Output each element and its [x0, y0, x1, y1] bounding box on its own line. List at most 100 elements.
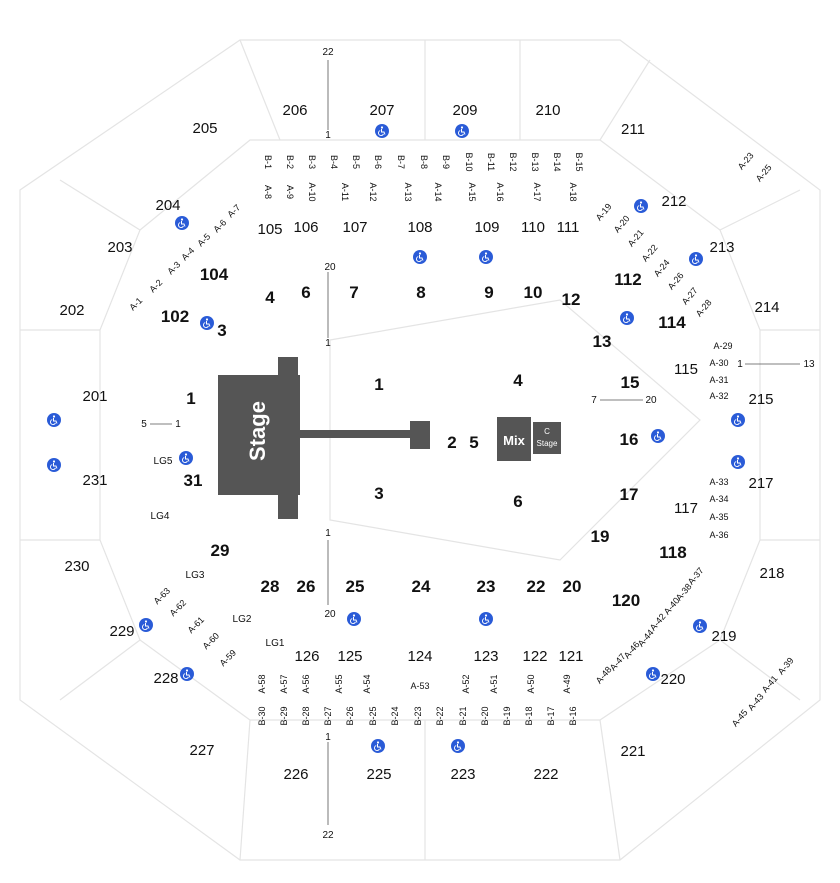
row-label: A-60 [201, 631, 222, 652]
row-label: A-41 [760, 674, 780, 695]
row-label: B-23 [413, 706, 423, 725]
row-label: A-50 [526, 674, 536, 693]
row-label: A-6 [211, 217, 228, 234]
section-label: 7 [349, 283, 358, 302]
section-label: 204 [155, 197, 180, 214]
row-label: A-54 [362, 674, 372, 693]
row-label: B-14 [552, 152, 562, 171]
c-stage-line1: C [544, 427, 550, 436]
wheelchair-icon [646, 667, 660, 681]
row-label: B-7 [396, 155, 406, 169]
section-label: 222 [533, 766, 558, 783]
section-label: 202 [59, 302, 84, 319]
section-label: 112 [614, 270, 641, 289]
section-label: 206 [282, 102, 307, 119]
row-label: A-61 [186, 615, 207, 636]
row-label: B-19 [502, 706, 512, 725]
section-label: 125 [337, 648, 362, 665]
measure-lines [150, 60, 800, 825]
row-label: A-13 [403, 182, 413, 201]
section-label: 13 [593, 332, 612, 351]
section-label: 225 [366, 766, 391, 783]
tick-label: 1 [325, 528, 331, 539]
section-label: 25 [346, 577, 365, 596]
section-label: 12 [562, 290, 581, 309]
wheelchair-icon [375, 124, 389, 138]
wheelchair-icon [347, 612, 361, 626]
section-label: 107 [342, 219, 367, 236]
section-label: 5 [469, 433, 478, 452]
wheelchair-icon [651, 429, 665, 443]
c-stage-line2: Stage [537, 439, 558, 448]
row-label: A-33 [709, 477, 728, 487]
row-label: A-32 [709, 391, 728, 401]
row-label: A-52 [461, 674, 471, 693]
section-label: 31 [184, 471, 203, 490]
tick-label: 5 [141, 419, 147, 430]
row-label: B-10 [464, 152, 474, 171]
tick-label: 20 [324, 262, 336, 273]
c-stage: C Stage [533, 422, 561, 454]
row-label: B-30 [257, 706, 267, 725]
row-label: B-11 [486, 153, 496, 171]
row-label: A-42 [648, 612, 668, 633]
row-label: A-45 [730, 708, 750, 729]
wheelchair-icon [47, 458, 61, 472]
row-label: B-9 [441, 155, 451, 169]
tick-label: 7 [591, 395, 597, 406]
row-label: B-18 [524, 706, 534, 725]
row-label: B-1 [263, 155, 273, 169]
row-label: A-15 [467, 182, 477, 201]
section-label: 203 [107, 239, 132, 256]
row-label: B-21 [458, 706, 468, 725]
wheelchair-icon [413, 250, 427, 264]
row-label: A-28 [694, 298, 714, 319]
row-label: A-63 [152, 586, 173, 607]
row-label: B-8 [419, 155, 429, 169]
section-label: 17 [620, 485, 639, 504]
section-label: 218 [759, 565, 784, 582]
row-label: A-37 [686, 566, 706, 587]
tick-label: 1 [325, 732, 331, 743]
row-label: A-53 [410, 681, 429, 691]
row-label: A-59 [218, 648, 239, 669]
wheelchair-icon [693, 619, 707, 633]
section-label: 15 [621, 373, 640, 392]
wheelchair-icon [455, 124, 469, 138]
row-label: A-21 [626, 228, 646, 249]
wheelchair-icon [139, 618, 153, 632]
mix-position: Mix [497, 417, 531, 461]
section-label: 122 [522, 648, 547, 665]
row-label: B-29 [279, 706, 289, 725]
section-label: LG4 [151, 511, 170, 522]
row-label: B-16 [568, 706, 578, 725]
section-label: 105 [257, 221, 282, 238]
section-label: 209 [452, 102, 477, 119]
row-label: A-25 [754, 163, 774, 184]
row-label: B-2 [285, 155, 295, 169]
tick-label: 22 [322, 47, 334, 58]
section-label: 201 [82, 388, 107, 405]
row-label: B-4 [329, 155, 339, 169]
row-label: A-49 [562, 674, 572, 693]
row-label: A-20 [612, 214, 632, 235]
wheelchair-icon [175, 216, 189, 230]
section-label: 207 [369, 102, 394, 119]
row-label: B-12 [508, 152, 518, 171]
section-label: 6 [301, 283, 310, 302]
row-label: A-11 [340, 183, 350, 201]
row-label: A-51 [489, 674, 499, 693]
row-label: B-13 [530, 152, 540, 171]
section-label: 9 [484, 283, 493, 302]
section-label: 230 [64, 558, 89, 575]
row-label: A-2 [147, 277, 164, 294]
row-label: A-4 [179, 245, 196, 262]
wheelchair-icon [479, 250, 493, 264]
section-label: 29 [211, 541, 230, 560]
row-label: A-43 [746, 692, 766, 713]
row-label: A-16 [495, 182, 505, 201]
row-label: B-17 [546, 706, 556, 725]
section-label: 205 [192, 120, 217, 137]
